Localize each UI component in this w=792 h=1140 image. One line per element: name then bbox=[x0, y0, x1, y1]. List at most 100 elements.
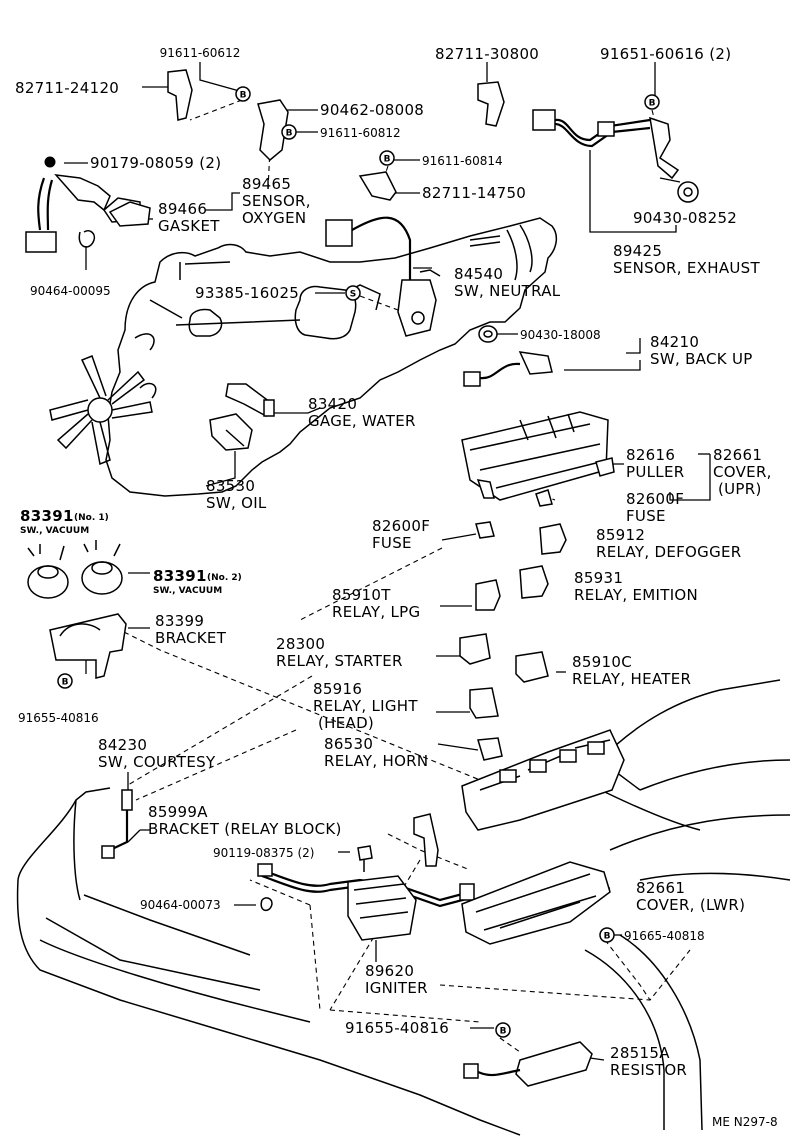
bracket-relay-block-shape bbox=[413, 813, 439, 867]
marker-b-2: B bbox=[281, 124, 297, 140]
bracket-83399-shape bbox=[49, 613, 127, 679]
part-number-label: 84210 bbox=[650, 333, 699, 351]
diagram-code-label: ME N297-8 bbox=[712, 1115, 778, 1129]
part-name-label: SW., VACUUM bbox=[20, 526, 89, 536]
part-qualifier-label: (No. 2) bbox=[207, 573, 242, 583]
part-number-label: 83399 bbox=[155, 612, 204, 630]
relay-block-shape bbox=[461, 729, 625, 831]
marker-b-4: B bbox=[379, 150, 395, 166]
markers: B B B B S B B B bbox=[44, 86, 660, 1038]
part-name-label: RELAY, DEFOGGER bbox=[596, 543, 742, 561]
part-number-label: 90462-08008 bbox=[320, 101, 424, 119]
part-name-label: OXYGEN bbox=[242, 209, 306, 227]
part-number-label: 84540 bbox=[454, 265, 503, 283]
part-number-label: 90464-00095 bbox=[30, 284, 111, 298]
part-name-label: SW, COURTESY bbox=[98, 753, 216, 771]
part-number-label: 85999A bbox=[148, 803, 208, 821]
svg-text:B: B bbox=[62, 678, 69, 688]
part-labels: 82711-24120 91611-60612 90462-08008 9161… bbox=[15, 45, 778, 1129]
upper-cover-shape bbox=[461, 411, 609, 501]
part-number-label: 83530 bbox=[206, 477, 255, 495]
part-number-label: 28515A bbox=[610, 1044, 670, 1062]
marker-b-1: B bbox=[235, 86, 251, 102]
part-name-label: SENSOR, bbox=[242, 192, 311, 210]
engine-illustration bbox=[49, 217, 558, 497]
part-number-label: 84230 bbox=[98, 736, 147, 754]
part-number-label: 85912 bbox=[596, 526, 645, 544]
part-number-label: 89465 bbox=[242, 175, 291, 193]
fuse-shape bbox=[475, 521, 495, 539]
svg-text:S: S bbox=[350, 290, 356, 300]
part-name-label: RELAY, EMITION bbox=[574, 586, 698, 604]
part-number-label: 91611-60612 bbox=[160, 46, 241, 60]
part-name-label: (UPR) bbox=[718, 480, 762, 498]
oil-switch-shape bbox=[209, 413, 253, 451]
part-number-label: 89466 bbox=[158, 200, 207, 218]
part-number-label: 85931 bbox=[574, 569, 623, 587]
vacuum-switch-shapes bbox=[27, 540, 123, 599]
gasket-89466-shape bbox=[108, 201, 151, 227]
part-number-label: 93385-16025 bbox=[195, 284, 299, 302]
part-number-label: 82600F bbox=[626, 490, 684, 508]
part-name-label: FUSE bbox=[626, 507, 666, 525]
component-shapes bbox=[25, 69, 699, 1087]
marker-b-7: B bbox=[495, 1022, 511, 1038]
part-name-label: RELAY, LPG bbox=[332, 603, 420, 621]
part-number-label: 91611-60814 bbox=[422, 154, 503, 168]
marker-b-6: B bbox=[599, 927, 615, 943]
part-number-label: 91611-60812 bbox=[320, 126, 401, 140]
part-number-label: 89425 bbox=[613, 242, 662, 260]
svg-text:B: B bbox=[286, 129, 293, 139]
svg-text:B: B bbox=[604, 932, 611, 942]
part-number-label: 90430-08252 bbox=[633, 209, 737, 227]
bracket-90462-08008-shape bbox=[257, 99, 289, 162]
part-number-label: 91665-40818 bbox=[624, 929, 705, 943]
leader-lines bbox=[64, 62, 711, 1061]
part-name-label: COVER, bbox=[713, 463, 772, 481]
water-gage-shape bbox=[225, 383, 275, 418]
marker-bolt-1 bbox=[44, 156, 56, 168]
courtesy-switch-shape bbox=[101, 789, 133, 859]
vehicle-body-outline bbox=[16, 679, 791, 1136]
part-number-label: 82616 bbox=[626, 446, 675, 464]
part-number-label: 85916 bbox=[313, 680, 362, 698]
marker-b-3: B bbox=[644, 94, 660, 110]
relay-shapes bbox=[459, 523, 567, 761]
part-name-label: PULLER bbox=[626, 463, 684, 481]
part-name-label: RELAY, HORN bbox=[324, 752, 428, 770]
back-up-switch-shape bbox=[463, 351, 553, 387]
part-name-label: IGNITER bbox=[365, 979, 428, 997]
part-name-label: (HEAD) bbox=[318, 714, 374, 732]
part-name-label: RELAY, STARTER bbox=[276, 652, 403, 670]
part-number-label: 90464-00073 bbox=[140, 898, 221, 912]
part-number-label: 83391 bbox=[20, 507, 74, 525]
resistor-shape bbox=[463, 1041, 593, 1087]
part-number-label: 85910C bbox=[572, 653, 632, 671]
bracket-82711-24120-shape bbox=[167, 69, 193, 121]
svg-text:B: B bbox=[649, 99, 656, 109]
part-name-label: GASKET bbox=[158, 217, 220, 235]
lower-cover-shape bbox=[461, 861, 611, 945]
part-number-label: 90119-08375 (2) bbox=[213, 846, 315, 860]
part-number-label: 91655-40816 bbox=[18, 711, 99, 725]
part-name-label: FUSE bbox=[372, 534, 412, 552]
part-number-label: 82661 bbox=[713, 446, 762, 464]
part-number-label: 82600F bbox=[372, 517, 430, 535]
part-number-label: 85910T bbox=[332, 586, 391, 604]
svg-text:B: B bbox=[500, 1027, 507, 1037]
part-name-label: RESISTOR bbox=[610, 1061, 687, 1079]
part-name-label: SW., VACUUM bbox=[153, 586, 222, 596]
part-name-label: SW, OIL bbox=[206, 494, 267, 512]
exhaust-sensor-shape bbox=[532, 109, 680, 180]
part-number-label: 82711-24120 bbox=[15, 79, 119, 97]
part-name-label: RELAY, LIGHT bbox=[313, 697, 418, 715]
part-number-label: 91655-40816 bbox=[345, 1019, 449, 1037]
part-name-label: SENSOR, EXHAUST bbox=[613, 259, 761, 277]
part-number-label: 82711-30800 bbox=[435, 45, 539, 63]
part-name-label: BRACKET (RELAY BLOCK) bbox=[148, 820, 342, 838]
part-number-label: 86530 bbox=[324, 735, 373, 753]
svg-text:B: B bbox=[384, 155, 391, 165]
part-name-label: SW, NEUTRAL bbox=[454, 282, 561, 300]
bracket-82711-14750-shape bbox=[358, 171, 397, 201]
